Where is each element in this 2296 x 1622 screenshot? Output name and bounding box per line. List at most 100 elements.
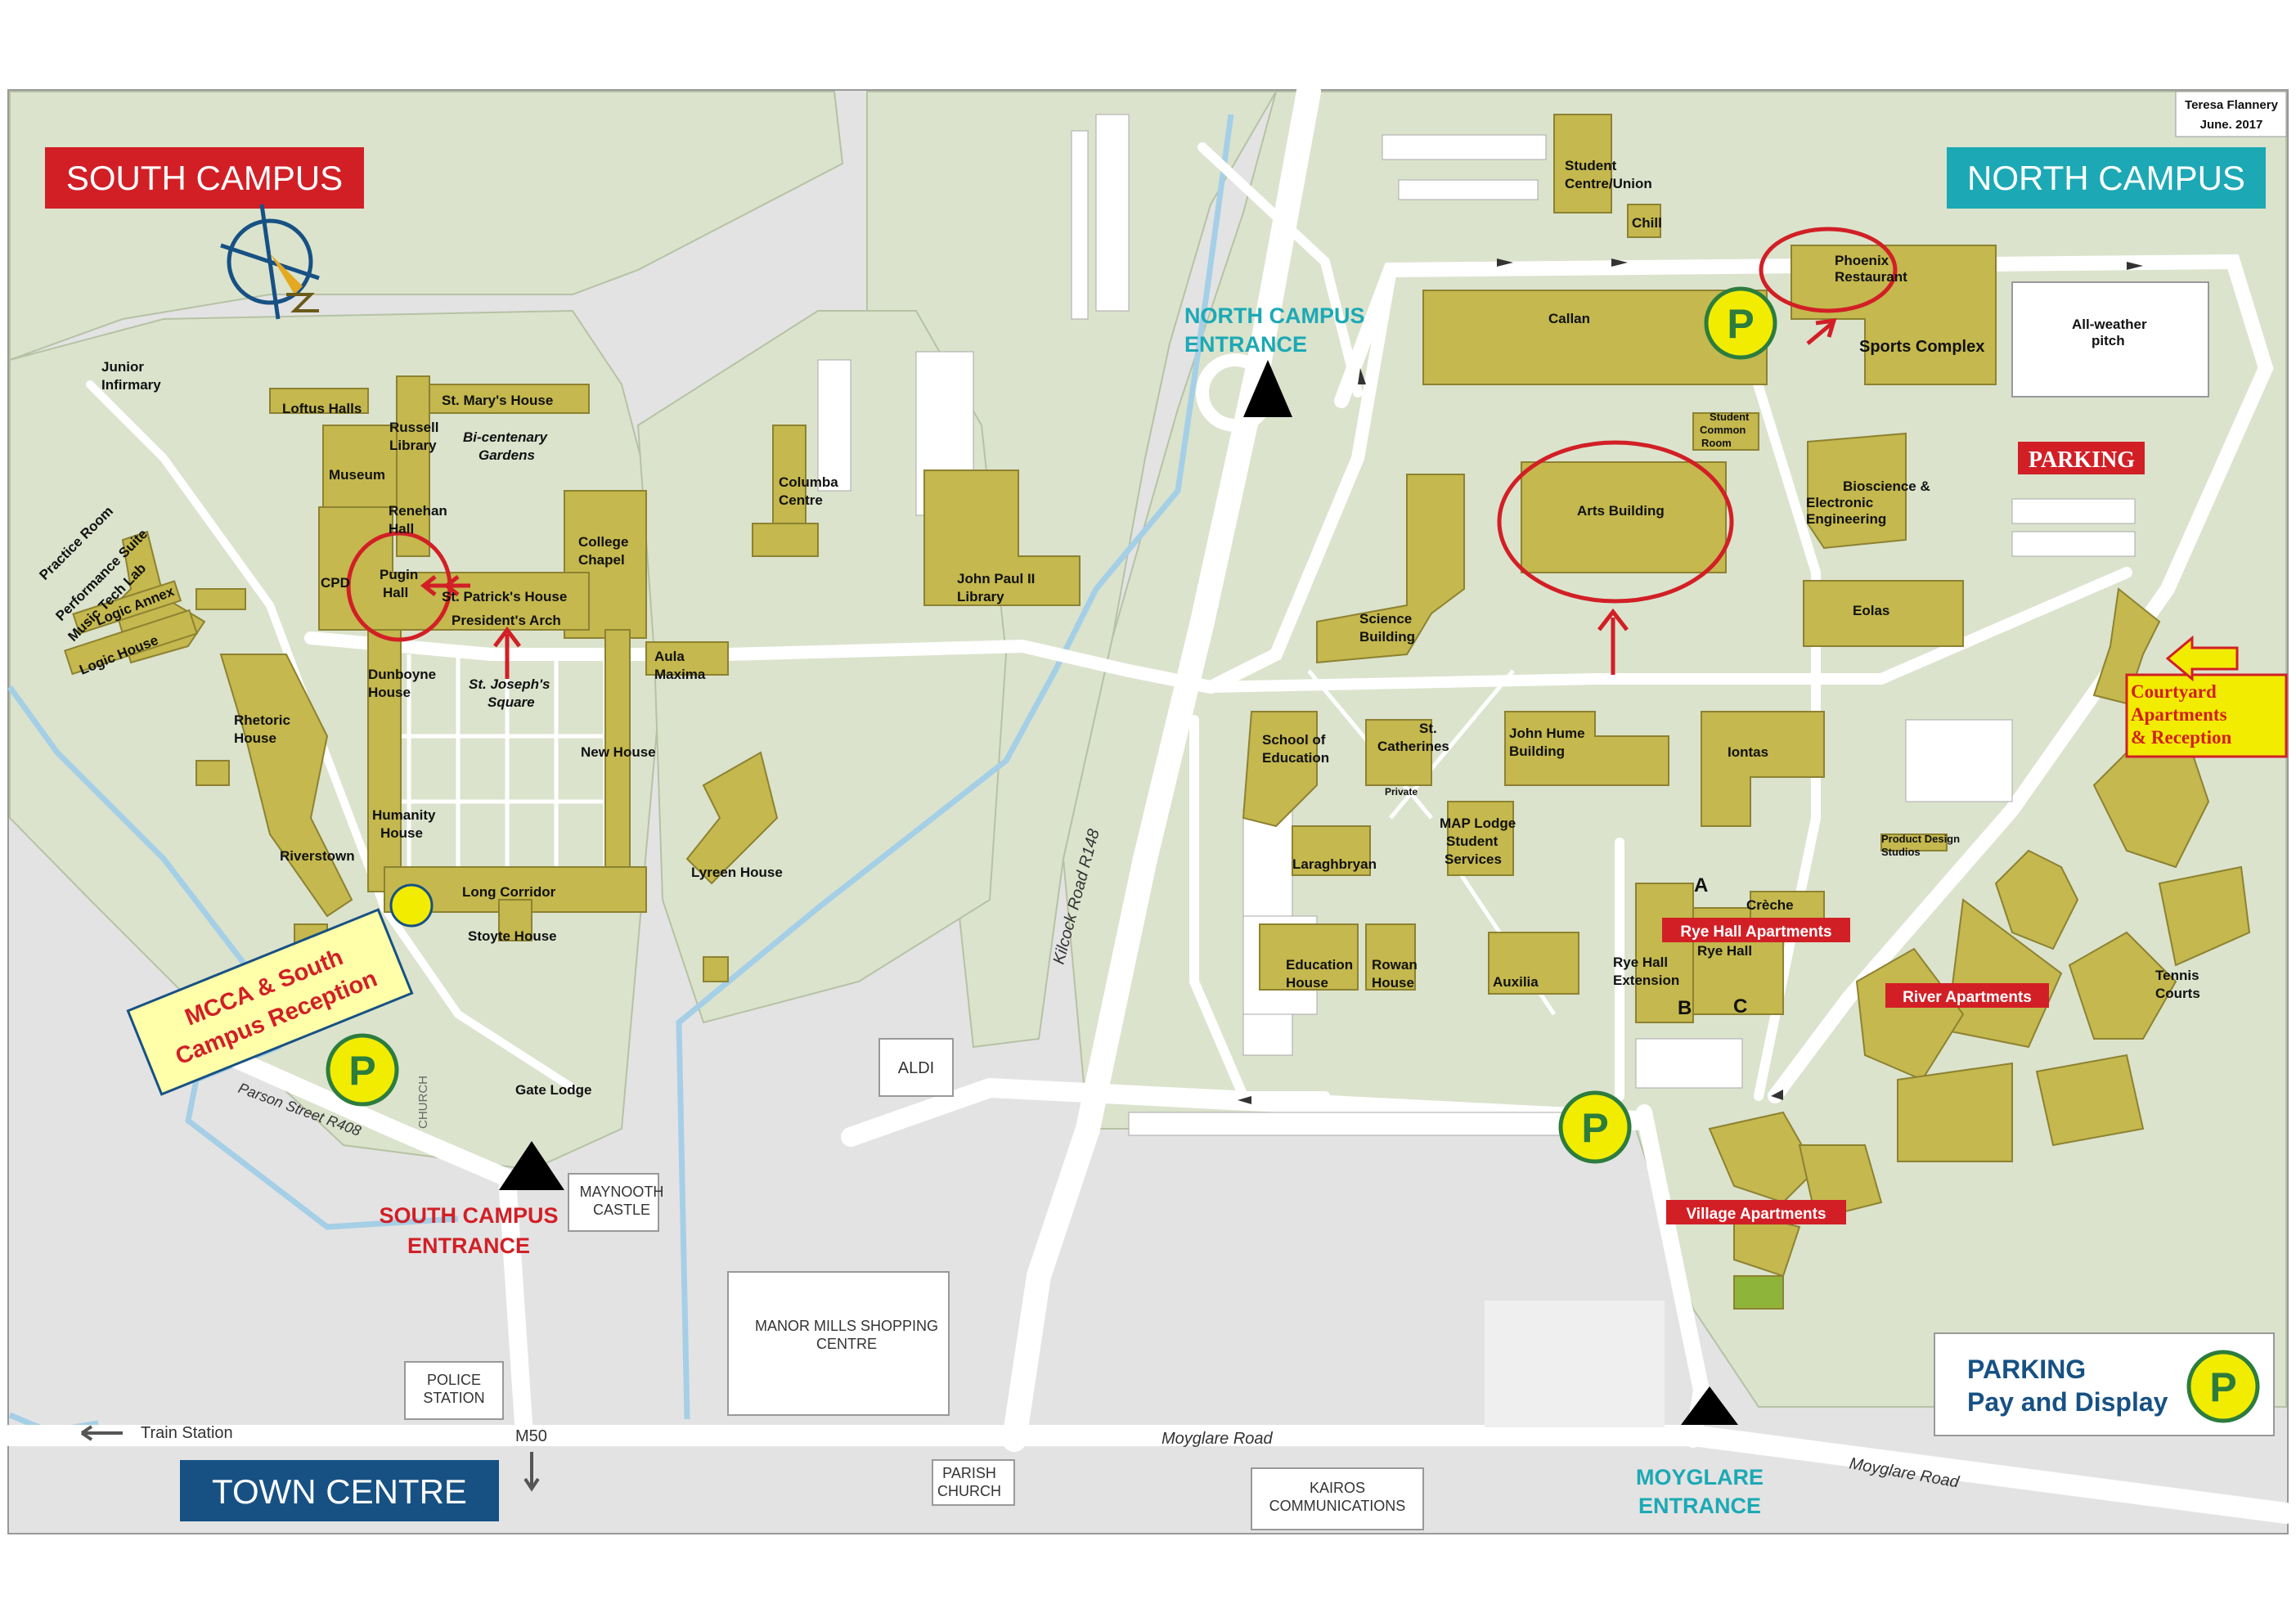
svg-text:Dunboyne: Dunboyne bbox=[368, 667, 436, 682]
highlight-circles bbox=[346, 227, 1898, 642]
svg-text:Science: Science bbox=[1359, 611, 1412, 627]
svg-text:P: P bbox=[348, 1048, 375, 1094]
svg-text:ALDI: ALDI bbox=[898, 1059, 934, 1077]
svg-text:Pay and Display: Pay and Display bbox=[1967, 1387, 2168, 1417]
svg-text:CENTRE: CENTRE bbox=[816, 1336, 877, 1352]
svg-text:PARKING: PARKING bbox=[1967, 1355, 2086, 1384]
svg-text:President's Arch: President's Arch bbox=[452, 613, 561, 628]
svg-text:Train Station: Train Station bbox=[141, 1424, 233, 1442]
svg-text:Rowan: Rowan bbox=[1372, 957, 1418, 973]
svg-text:Services: Services bbox=[1445, 851, 1502, 867]
svg-text:House: House bbox=[234, 730, 276, 746]
svg-text:Chapel: Chapel bbox=[578, 552, 625, 568]
parking-bays bbox=[817, 114, 2136, 1136]
svg-text:Museum: Museum bbox=[329, 467, 385, 483]
reception-marker bbox=[389, 883, 434, 928]
town-labels: ALDI MAYNOOTH CASTLE MANOR MILLS SHOPPIN… bbox=[80, 1059, 1406, 1514]
svg-text:Building: Building bbox=[1509, 744, 1565, 759]
svg-text:POLICE: POLICE bbox=[427, 1372, 481, 1388]
svg-text:Village Apartments: Village Apartments bbox=[1686, 1206, 1826, 1223]
svg-text:Long Corridor: Long Corridor bbox=[462, 884, 556, 900]
moyglare-entrance-label: MOYGLARE ENTRANCE bbox=[1636, 1386, 1764, 1518]
svg-text:A: A bbox=[1694, 874, 1708, 896]
svg-text:KAIROS: KAIROS bbox=[1310, 1480, 1365, 1496]
direction-arrow-icon bbox=[420, 317, 1837, 679]
svg-text:ENTRANCE: ENTRANCE bbox=[1184, 332, 1307, 357]
svg-text:Gate Lodge: Gate Lodge bbox=[515, 1082, 592, 1098]
svg-text:Arts Building: Arts Building bbox=[1577, 503, 1665, 519]
svg-text:& Reception: & Reception bbox=[2131, 727, 2231, 748]
svg-text:Common: Common bbox=[1700, 424, 1746, 436]
svg-text:P: P bbox=[2209, 1364, 2236, 1410]
svg-text:Extension: Extension bbox=[1613, 973, 1679, 988]
svg-text:New House: New House bbox=[581, 744, 656, 760]
svg-text:Rye Hall Apartments: Rye Hall Apartments bbox=[1680, 923, 1831, 941]
svg-text:Restaurant: Restaurant bbox=[1835, 269, 1907, 285]
svg-text:Engineering: Engineering bbox=[1806, 511, 1886, 527]
svg-text:Bioscience &: Bioscience & bbox=[1843, 479, 1930, 494]
parking-icon bbox=[2186, 1350, 2260, 1423]
svg-text:Apartments: Apartments bbox=[2131, 704, 2227, 725]
svg-text:ENTRANCE: ENTRANCE bbox=[1638, 1494, 1761, 1518]
svg-text:MOYGLARE: MOYGLARE bbox=[1636, 1465, 1764, 1489]
svg-text:Riverstown: Riverstown bbox=[280, 848, 355, 864]
svg-text:Callan: Callan bbox=[1548, 311, 1590, 326]
svg-text:PARISH: PARISH bbox=[942, 1465, 996, 1481]
svg-text:Room: Room bbox=[1701, 437, 1732, 449]
svg-text:MAP Lodge: MAP Lodge bbox=[1440, 815, 1516, 831]
svg-text:Iontas: Iontas bbox=[1728, 744, 1768, 760]
parking-icon: P bbox=[1704, 286, 1777, 360]
svg-text:John Hume: John Hume bbox=[1509, 726, 1585, 741]
north-entrance-label: NORTH CAMPUS ENTRANCE bbox=[1184, 303, 1365, 417]
svg-text:Russell: Russell bbox=[389, 420, 438, 435]
svg-text:St.: St. bbox=[1419, 721, 1437, 736]
svg-text:MANOR MILLS SHOPPING: MANOR MILLS SHOPPING bbox=[755, 1318, 938, 1334]
svg-text:Loftus Halls: Loftus Halls bbox=[282, 401, 362, 416]
parking-legend: PARKING Pay and Display P bbox=[1934, 1332, 2275, 1436]
entrance-triangle-icon bbox=[1681, 1386, 1738, 1425]
svg-text:Hall: Hall bbox=[383, 585, 408, 600]
svg-text:Library: Library bbox=[389, 438, 437, 453]
north-building-labels: Student Centre/Union Chill Phoenix Resta… bbox=[957, 158, 2200, 1019]
town-centre-label: TOWN CENTRE bbox=[180, 1460, 499, 1521]
svg-text:Education: Education bbox=[1286, 957, 1353, 973]
svg-text:Eolas: Eolas bbox=[1853, 603, 1889, 618]
svg-text:NORTH CAMPUS: NORTH CAMPUS bbox=[1184, 303, 1365, 328]
svg-text:CHURCH: CHURCH bbox=[937, 1483, 1001, 1499]
svg-text:Centre: Centre bbox=[779, 492, 823, 508]
svg-text:Private: Private bbox=[1385, 786, 1418, 798]
parking-icon: P bbox=[326, 1033, 399, 1107]
svg-text:COMMUNICATIONS: COMMUNICATIONS bbox=[1269, 1498, 1406, 1514]
svg-text:Laraghbryan: Laraghbryan bbox=[1292, 856, 1377, 872]
svg-text:Auxilia: Auxilia bbox=[1493, 974, 1539, 990]
svg-text:CHURCH: CHURCH bbox=[416, 1076, 430, 1129]
buildings bbox=[64, 114, 2251, 1310]
svg-text:M50: M50 bbox=[515, 1427, 547, 1445]
svg-text:CASTLE: CASTLE bbox=[593, 1202, 650, 1218]
svg-text:St. Joseph's: St. Joseph's bbox=[469, 676, 550, 692]
traffic-arrows bbox=[1238, 258, 2143, 1104]
svg-text:House: House bbox=[380, 825, 423, 841]
svg-text:Building: Building bbox=[1359, 629, 1415, 645]
svg-text:TOWN CENTRE: TOWN CENTRE bbox=[212, 1472, 467, 1511]
svg-text:Bi-centenary: Bi-centenary bbox=[463, 429, 549, 445]
parking-icon: P bbox=[1558, 1090, 1632, 1164]
svg-text:Lyreen House: Lyreen House bbox=[691, 865, 783, 880]
svg-text:PARKING: PARKING bbox=[2029, 447, 2135, 473]
svg-text:Gardens: Gardens bbox=[479, 447, 535, 463]
compass-icon bbox=[220, 204, 320, 320]
svg-text:SOUTH CAMPUS: SOUTH CAMPUS bbox=[379, 1203, 558, 1228]
svg-text:Student: Student bbox=[1710, 411, 1750, 423]
svg-text:Rhetoric: Rhetoric bbox=[234, 712, 290, 728]
svg-text:NORTH CAMPUS: NORTH CAMPUS bbox=[1967, 159, 2245, 197]
svg-text:June. 2017: June. 2017 bbox=[2200, 118, 2263, 132]
svg-text:House: House bbox=[1286, 975, 1328, 991]
courtyard-reception-label: Courtyard Apartments & Reception bbox=[2125, 635, 2288, 758]
svg-text:Moyglare Road: Moyglare Road bbox=[1161, 1430, 1274, 1448]
svg-text:Crèche: Crèche bbox=[1746, 897, 1794, 913]
svg-text:River Apartments: River Apartments bbox=[1903, 989, 2032, 1006]
svg-text:Rye Hall: Rye Hall bbox=[1697, 943, 1752, 959]
direction-arrow-icon bbox=[2165, 635, 2239, 682]
svg-text:Studios: Studios bbox=[1881, 846, 1921, 858]
